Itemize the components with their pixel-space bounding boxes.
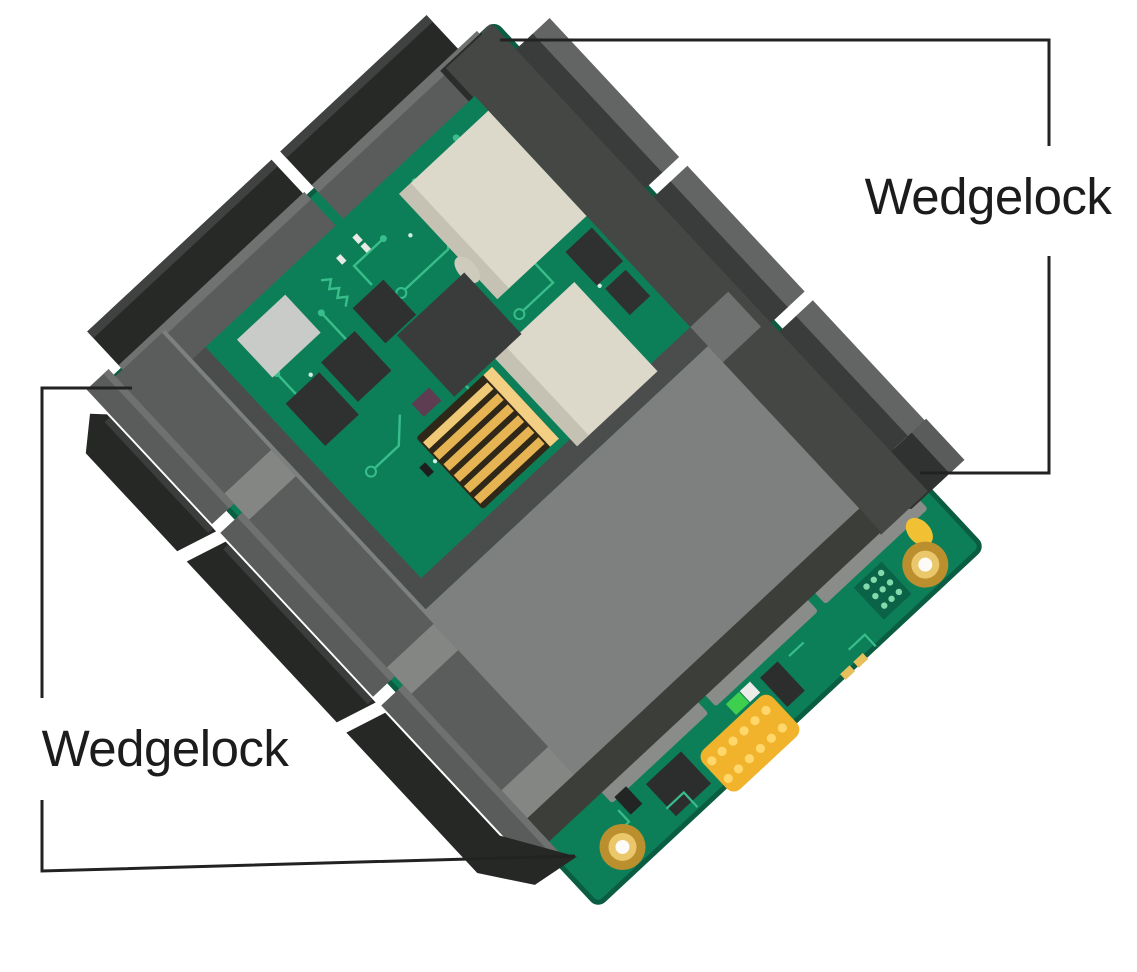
chip-cream-2 bbox=[493, 282, 658, 447]
keying-pin bbox=[905, 517, 933, 546]
pcb-connector-strip bbox=[594, 490, 949, 870]
callout-line-lower-left bbox=[40, 800, 576, 873]
cover-plate bbox=[115, 330, 861, 820]
edge-pad bbox=[853, 652, 869, 668]
strip-chip bbox=[614, 786, 643, 815]
black-chips bbox=[285, 227, 651, 446]
edge-pad bbox=[840, 665, 856, 680]
wedgelock-end-cap bbox=[346, 712, 577, 885]
small-chip-purple bbox=[411, 387, 442, 417]
passive-dark bbox=[419, 462, 434, 478]
wedgelock-label-bottom-left: Wedgelock bbox=[42, 720, 290, 777]
frame-band-top-right bbox=[445, 24, 928, 535]
callout-line-lower-right bbox=[920, 256, 1051, 475]
mounting-hole-bottom bbox=[599, 823, 646, 870]
strip-traces bbox=[617, 633, 877, 831]
light-gray-component bbox=[236, 294, 321, 378]
frame-wall bbox=[192, 347, 439, 610]
gold-fin-connector bbox=[417, 366, 559, 509]
yellow-pin-connector bbox=[700, 694, 800, 792]
strip-chip bbox=[760, 661, 805, 707]
callout-line-upper-right bbox=[500, 38, 1051, 146]
passive-components bbox=[335, 233, 371, 265]
callout-bottom-left: Wedgelock bbox=[40, 386, 576, 873]
strip-chip bbox=[645, 751, 712, 817]
wedgelock-label-top-right: Wedgelock bbox=[865, 168, 1113, 225]
callout-top-right: Wedgelock bbox=[500, 38, 1113, 475]
mounting-hole-right bbox=[902, 541, 949, 588]
frame-pocket bbox=[396, 272, 522, 397]
frame-wall bbox=[409, 327, 708, 609]
status-led bbox=[725, 681, 761, 716]
circuit-board-module bbox=[85, 15, 982, 905]
callout-line-upper-left bbox=[40, 386, 132, 698]
chip-cream-1 bbox=[399, 110, 587, 300]
plate-edge-band bbox=[527, 508, 882, 842]
plate-bottom-band bbox=[115, 332, 575, 819]
pcb-components bbox=[236, 110, 658, 509]
wedgelock-rail-bottom-left bbox=[85, 369, 577, 885]
pad-grid-connector bbox=[853, 561, 912, 620]
